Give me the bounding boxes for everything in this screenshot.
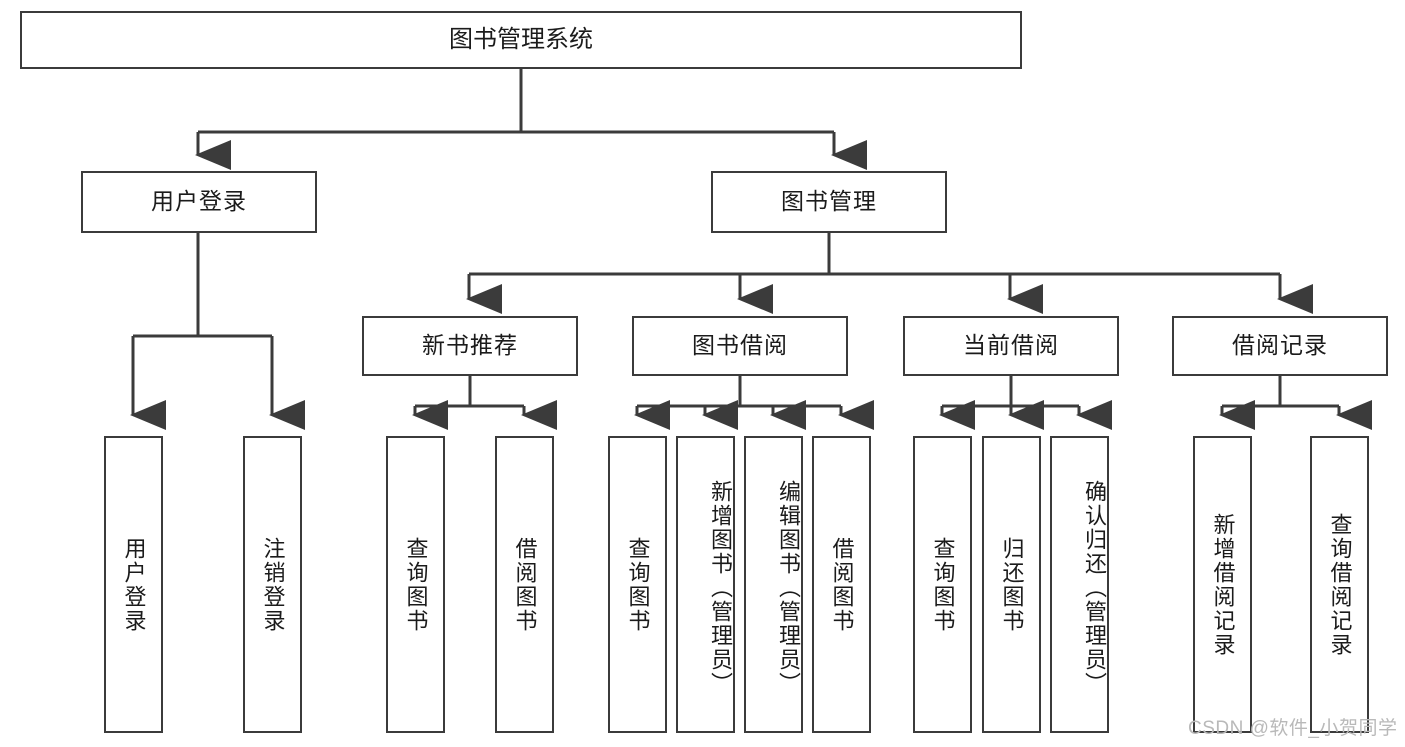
node-label: 确认归还（管理员） [1082, 479, 1107, 696]
leaf-borrow-book[interactable]: 借阅图书 [812, 436, 871, 733]
node-label: 图书借阅 [692, 332, 788, 359]
node-label: 查询借阅记录 [1327, 512, 1353, 657]
node-borrow-record[interactable]: 借阅记录 [1172, 316, 1388, 376]
leaf-query-book-current[interactable]: 查询图书 [913, 436, 972, 733]
node-label: 编辑图书（管理员） [776, 479, 801, 696]
node-label: 图书管理 [781, 188, 877, 215]
node-current-borrow[interactable]: 当前借阅 [903, 316, 1119, 376]
node-label: 借阅记录 [1232, 332, 1328, 359]
watermark: CSDN @软件_小贺同学 [1188, 718, 1398, 739]
node-label: 归还图书 [999, 536, 1025, 633]
node-root-system[interactable]: 图书管理系统 [20, 11, 1022, 69]
node-label: 注销登录 [260, 536, 286, 633]
node-label: 用户登录 [121, 536, 147, 633]
leaf-query-borrow-record[interactable]: 查询借阅记录 [1310, 436, 1369, 733]
node-label: 新增图书（管理员） [708, 479, 733, 696]
node-label: 用户登录 [151, 188, 247, 215]
node-label: 查询图书 [403, 536, 429, 633]
leaf-return-book[interactable]: 归还图书 [982, 436, 1041, 733]
leaf-borrow-book-recommend[interactable]: 借阅图书 [495, 436, 554, 733]
leaf-add-borrow-record[interactable]: 新增借阅记录 [1193, 436, 1252, 733]
leaf-query-book-recommend[interactable]: 查询图书 [386, 436, 445, 733]
node-label: 当前借阅 [963, 332, 1059, 359]
node-label: 借阅图书 [829, 536, 855, 633]
leaf-edit-book-admin[interactable]: 编辑图书（管理员） [744, 436, 803, 733]
node-label: 图书管理系统 [449, 25, 593, 53]
node-book-management[interactable]: 图书管理 [711, 171, 947, 233]
node-user-login[interactable]: 用户登录 [81, 171, 317, 233]
node-label: 新增借阅记录 [1210, 512, 1236, 657]
node-label: 新书推荐 [422, 332, 518, 359]
leaf-confirm-return-admin[interactable]: 确认归还（管理员） [1050, 436, 1109, 733]
leaf-logout[interactable]: 注销登录 [243, 436, 302, 733]
node-label: 借阅图书 [512, 536, 538, 633]
leaf-add-book-admin[interactable]: 新增图书（管理员） [676, 436, 735, 733]
leaf-query-book-borrow[interactable]: 查询图书 [608, 436, 667, 733]
leaf-user-login[interactable]: 用户登录 [104, 436, 163, 733]
node-label: 查询图书 [625, 536, 651, 633]
node-book-borrow[interactable]: 图书借阅 [632, 316, 848, 376]
node-new-book-recommend[interactable]: 新书推荐 [362, 316, 578, 376]
node-label: 查询图书 [930, 536, 956, 633]
